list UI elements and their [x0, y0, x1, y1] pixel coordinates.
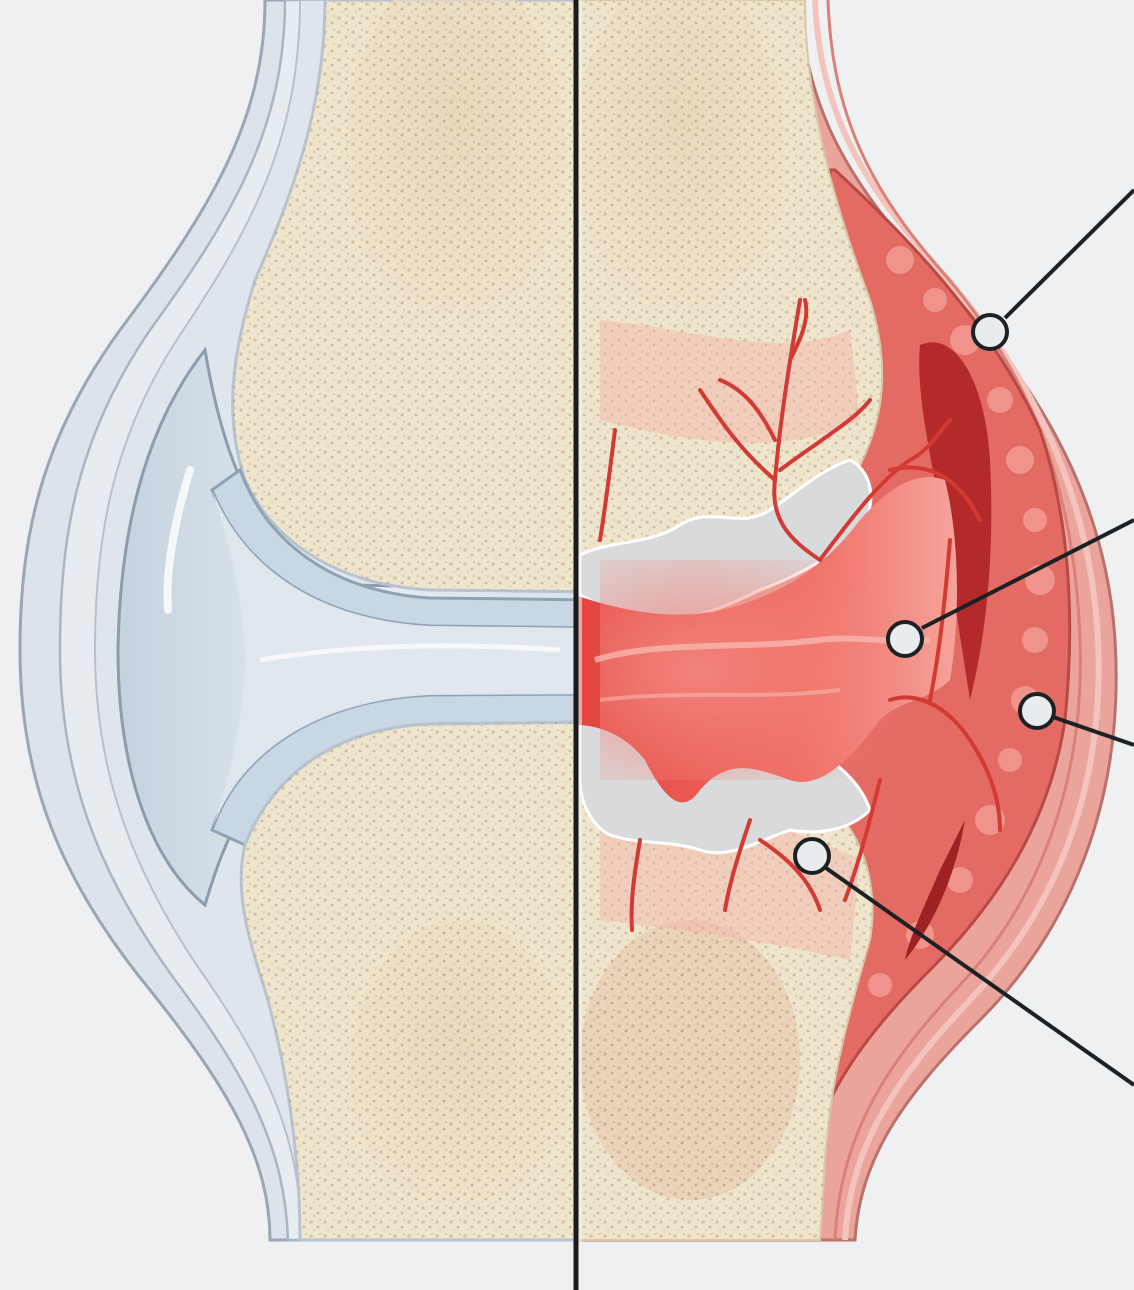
healthy-joint-panel [20, 0, 600, 1240]
callout-3-marker [1020, 694, 1054, 728]
arthritic-joint-panel [560, 0, 1116, 1290]
callout-1-marker [973, 315, 1007, 349]
callout-1-leader [1005, 190, 1134, 318]
callout-1 [973, 190, 1134, 349]
callout-2-marker [888, 622, 922, 656]
callout-4-marker [795, 839, 829, 873]
